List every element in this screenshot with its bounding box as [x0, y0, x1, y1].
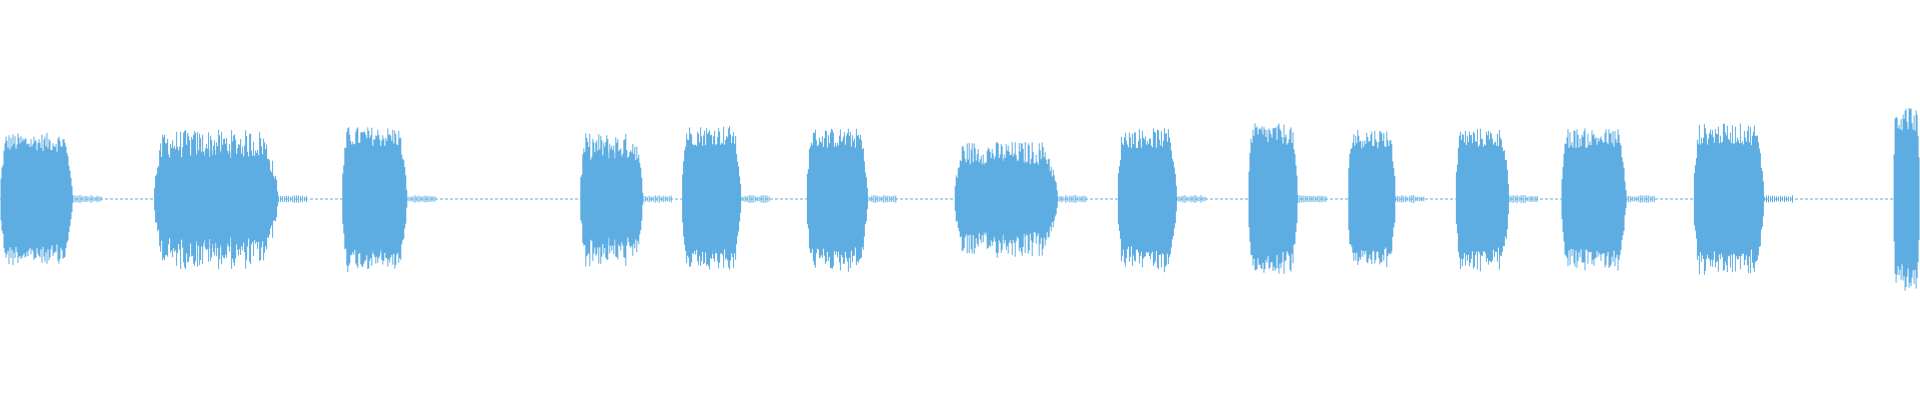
audio-segment-waveform: [1117, 128, 1177, 273]
audio-segment-tail: [1057, 195, 1087, 203]
audio-segment-tail: [740, 195, 770, 203]
audio-segment: [1561, 128, 1655, 271]
audio-segment-tail: [72, 195, 102, 203]
audio-segment: [580, 133, 672, 267]
audio-segment-waveform: [806, 128, 868, 272]
audio-segment: [0, 132, 102, 266]
audio-segment-waveform: [682, 126, 742, 270]
audio-segment-waveform: [1893, 108, 1920, 291]
audio-segment: [1248, 123, 1327, 274]
audio-segment: [1893, 108, 1920, 291]
audio-segments: [0, 108, 1920, 291]
audio-segment-waveform: [342, 127, 408, 273]
audio-segment-waveform: [1561, 128, 1627, 271]
audio-segment-tail: [1395, 195, 1425, 203]
audio-segment-waveform: [1248, 123, 1298, 274]
audio-segment: [954, 142, 1087, 258]
audio-segment-tail: [1764, 195, 1793, 203]
audio-segment-tail: [1176, 195, 1206, 203]
audio-segment: [1348, 129, 1425, 268]
audio-segment: [682, 126, 770, 270]
audio-segment-tail: [1625, 195, 1655, 203]
audio-segment-waveform: [1455, 128, 1509, 272]
audio-segment: [342, 127, 436, 273]
audio-segment-waveform: [0, 132, 73, 266]
audio-segment-tail: [406, 195, 436, 203]
audio-segment-waveform: [1693, 123, 1765, 275]
audio-segment-waveform: [154, 129, 279, 270]
audio-segment-tail: [867, 195, 897, 203]
audio-segment-tail: [642, 195, 672, 203]
audio-segment: [154, 129, 307, 270]
audio-segment-waveform: [580, 133, 644, 267]
audio-segment: [1693, 123, 1793, 275]
audio-segment: [806, 128, 897, 272]
audio-segment-tail: [277, 195, 307, 203]
audio-segment-waveform: [1348, 129, 1396, 268]
audio-segment: [1455, 128, 1538, 272]
audio-segment: [1117, 128, 1206, 273]
audio-segment-tail: [1508, 195, 1538, 203]
audio-segment-tail: [1297, 195, 1327, 203]
audio-segment-waveform: [954, 142, 1058, 258]
